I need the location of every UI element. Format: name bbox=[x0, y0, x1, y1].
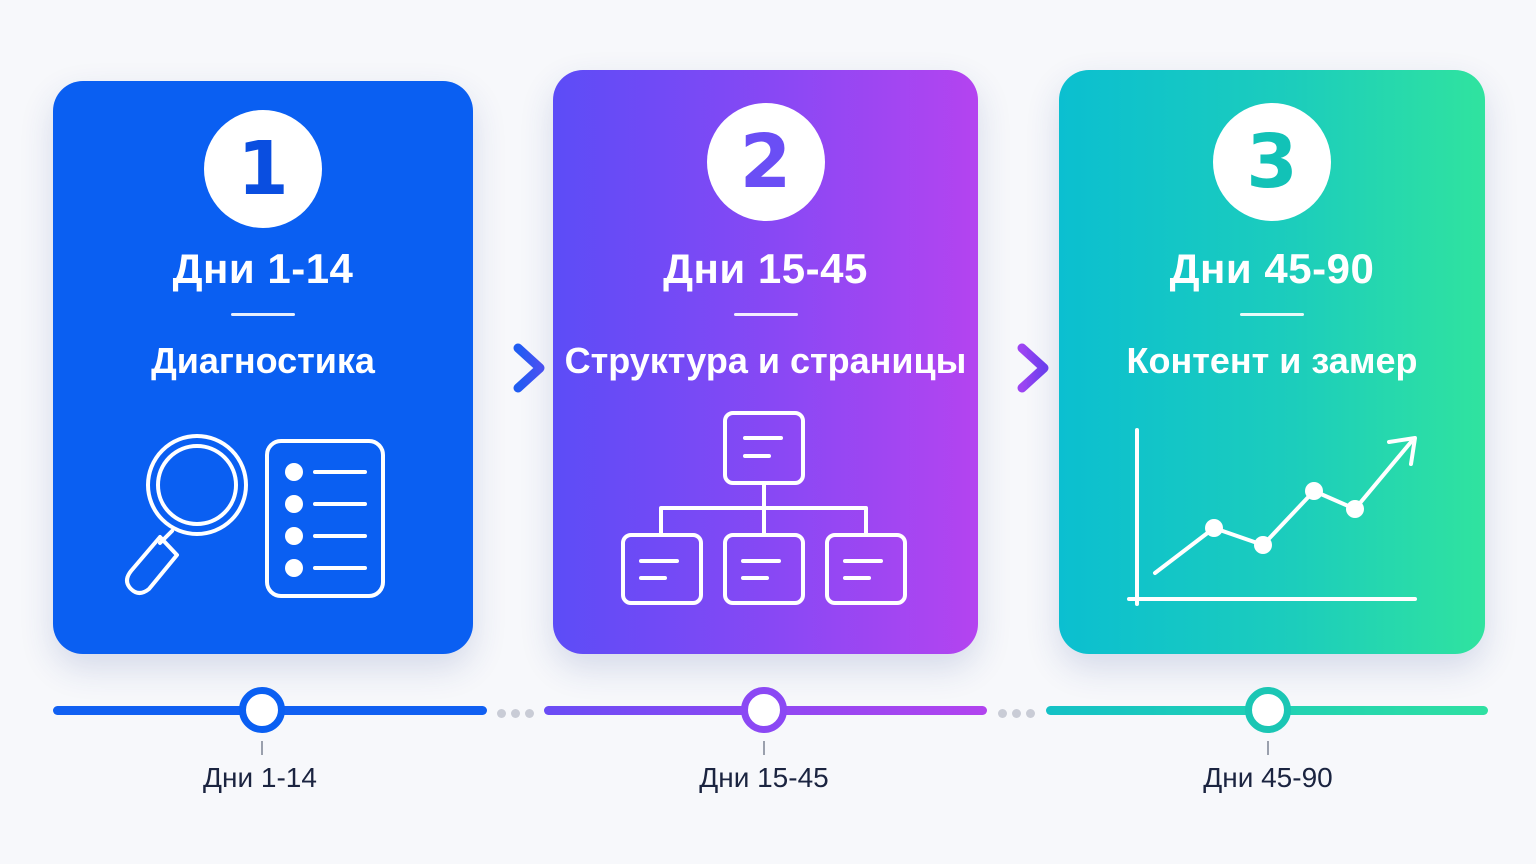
step-number-badge: 2 bbox=[706, 103, 825, 221]
timeline-tick bbox=[1267, 741, 1269, 755]
magnifier-handle-icon bbox=[125, 535, 179, 595]
checklist-bullet bbox=[285, 495, 303, 513]
timeline-dots bbox=[998, 705, 1040, 723]
phase-card-2: 2 Дни 15-45 Структура и страницы bbox=[553, 70, 978, 654]
step-number-badge: 3 bbox=[1213, 103, 1331, 221]
timeline-label-3: Дни 45-90 bbox=[1203, 762, 1333, 793]
structure-child-box bbox=[723, 533, 805, 605]
growth-chart-icon bbox=[1127, 428, 1417, 606]
phase-title: Диагностика bbox=[151, 340, 375, 381]
phase-card-1: 1 Дни 1-14 Диагностика bbox=[53, 81, 473, 654]
timeline-tick bbox=[763, 741, 765, 755]
phase-days: Дни 15-45 bbox=[663, 245, 868, 292]
magnifier-checklist-icon bbox=[125, 434, 385, 598]
growth-arrow-head bbox=[1387, 436, 1417, 466]
growth-line bbox=[1153, 440, 1413, 575]
magnifier-inner-ring bbox=[156, 444, 238, 526]
chart-point bbox=[1346, 500, 1364, 518]
timeline-dots bbox=[497, 705, 539, 723]
structure-root-box bbox=[723, 411, 805, 485]
phase-title: Контент и замер bbox=[1126, 340, 1418, 381]
chart-point bbox=[1205, 519, 1223, 537]
timeline-tick bbox=[261, 741, 263, 755]
timeline-label-1: Дни 1-14 bbox=[203, 762, 317, 793]
phase-title: Структура и страницы bbox=[564, 340, 967, 381]
checklist-bullet bbox=[285, 463, 303, 481]
arrow-right-icon bbox=[471, 343, 545, 393]
divider bbox=[1240, 313, 1304, 316]
divider bbox=[733, 313, 798, 316]
checklist-bullet bbox=[285, 559, 303, 577]
step-number-badge: 1 bbox=[204, 110, 322, 228]
divider bbox=[231, 313, 295, 316]
chart-point bbox=[1305, 482, 1323, 500]
timeline-label-2: Дни 15-45 bbox=[699, 762, 829, 793]
checklist-bullet bbox=[285, 527, 303, 545]
arrow-right-icon bbox=[975, 343, 1049, 393]
phase-days: Дни 45-90 bbox=[1169, 245, 1375, 292]
timeline-node-2 bbox=[741, 687, 787, 733]
timeline-node-3 bbox=[1245, 687, 1291, 733]
phase-days: Дни 1-14 bbox=[172, 245, 354, 292]
phase-card-3: 3 Дни 45-90 Контент и замер bbox=[1059, 70, 1485, 654]
timeline-node-1 bbox=[239, 687, 285, 733]
structure-child-box bbox=[621, 533, 703, 605]
structure-child-box bbox=[825, 533, 907, 605]
checklist-icon bbox=[265, 439, 385, 598]
magnifier-lens-icon bbox=[146, 434, 248, 536]
chart-point bbox=[1254, 536, 1272, 554]
site-structure-icon bbox=[621, 411, 907, 605]
